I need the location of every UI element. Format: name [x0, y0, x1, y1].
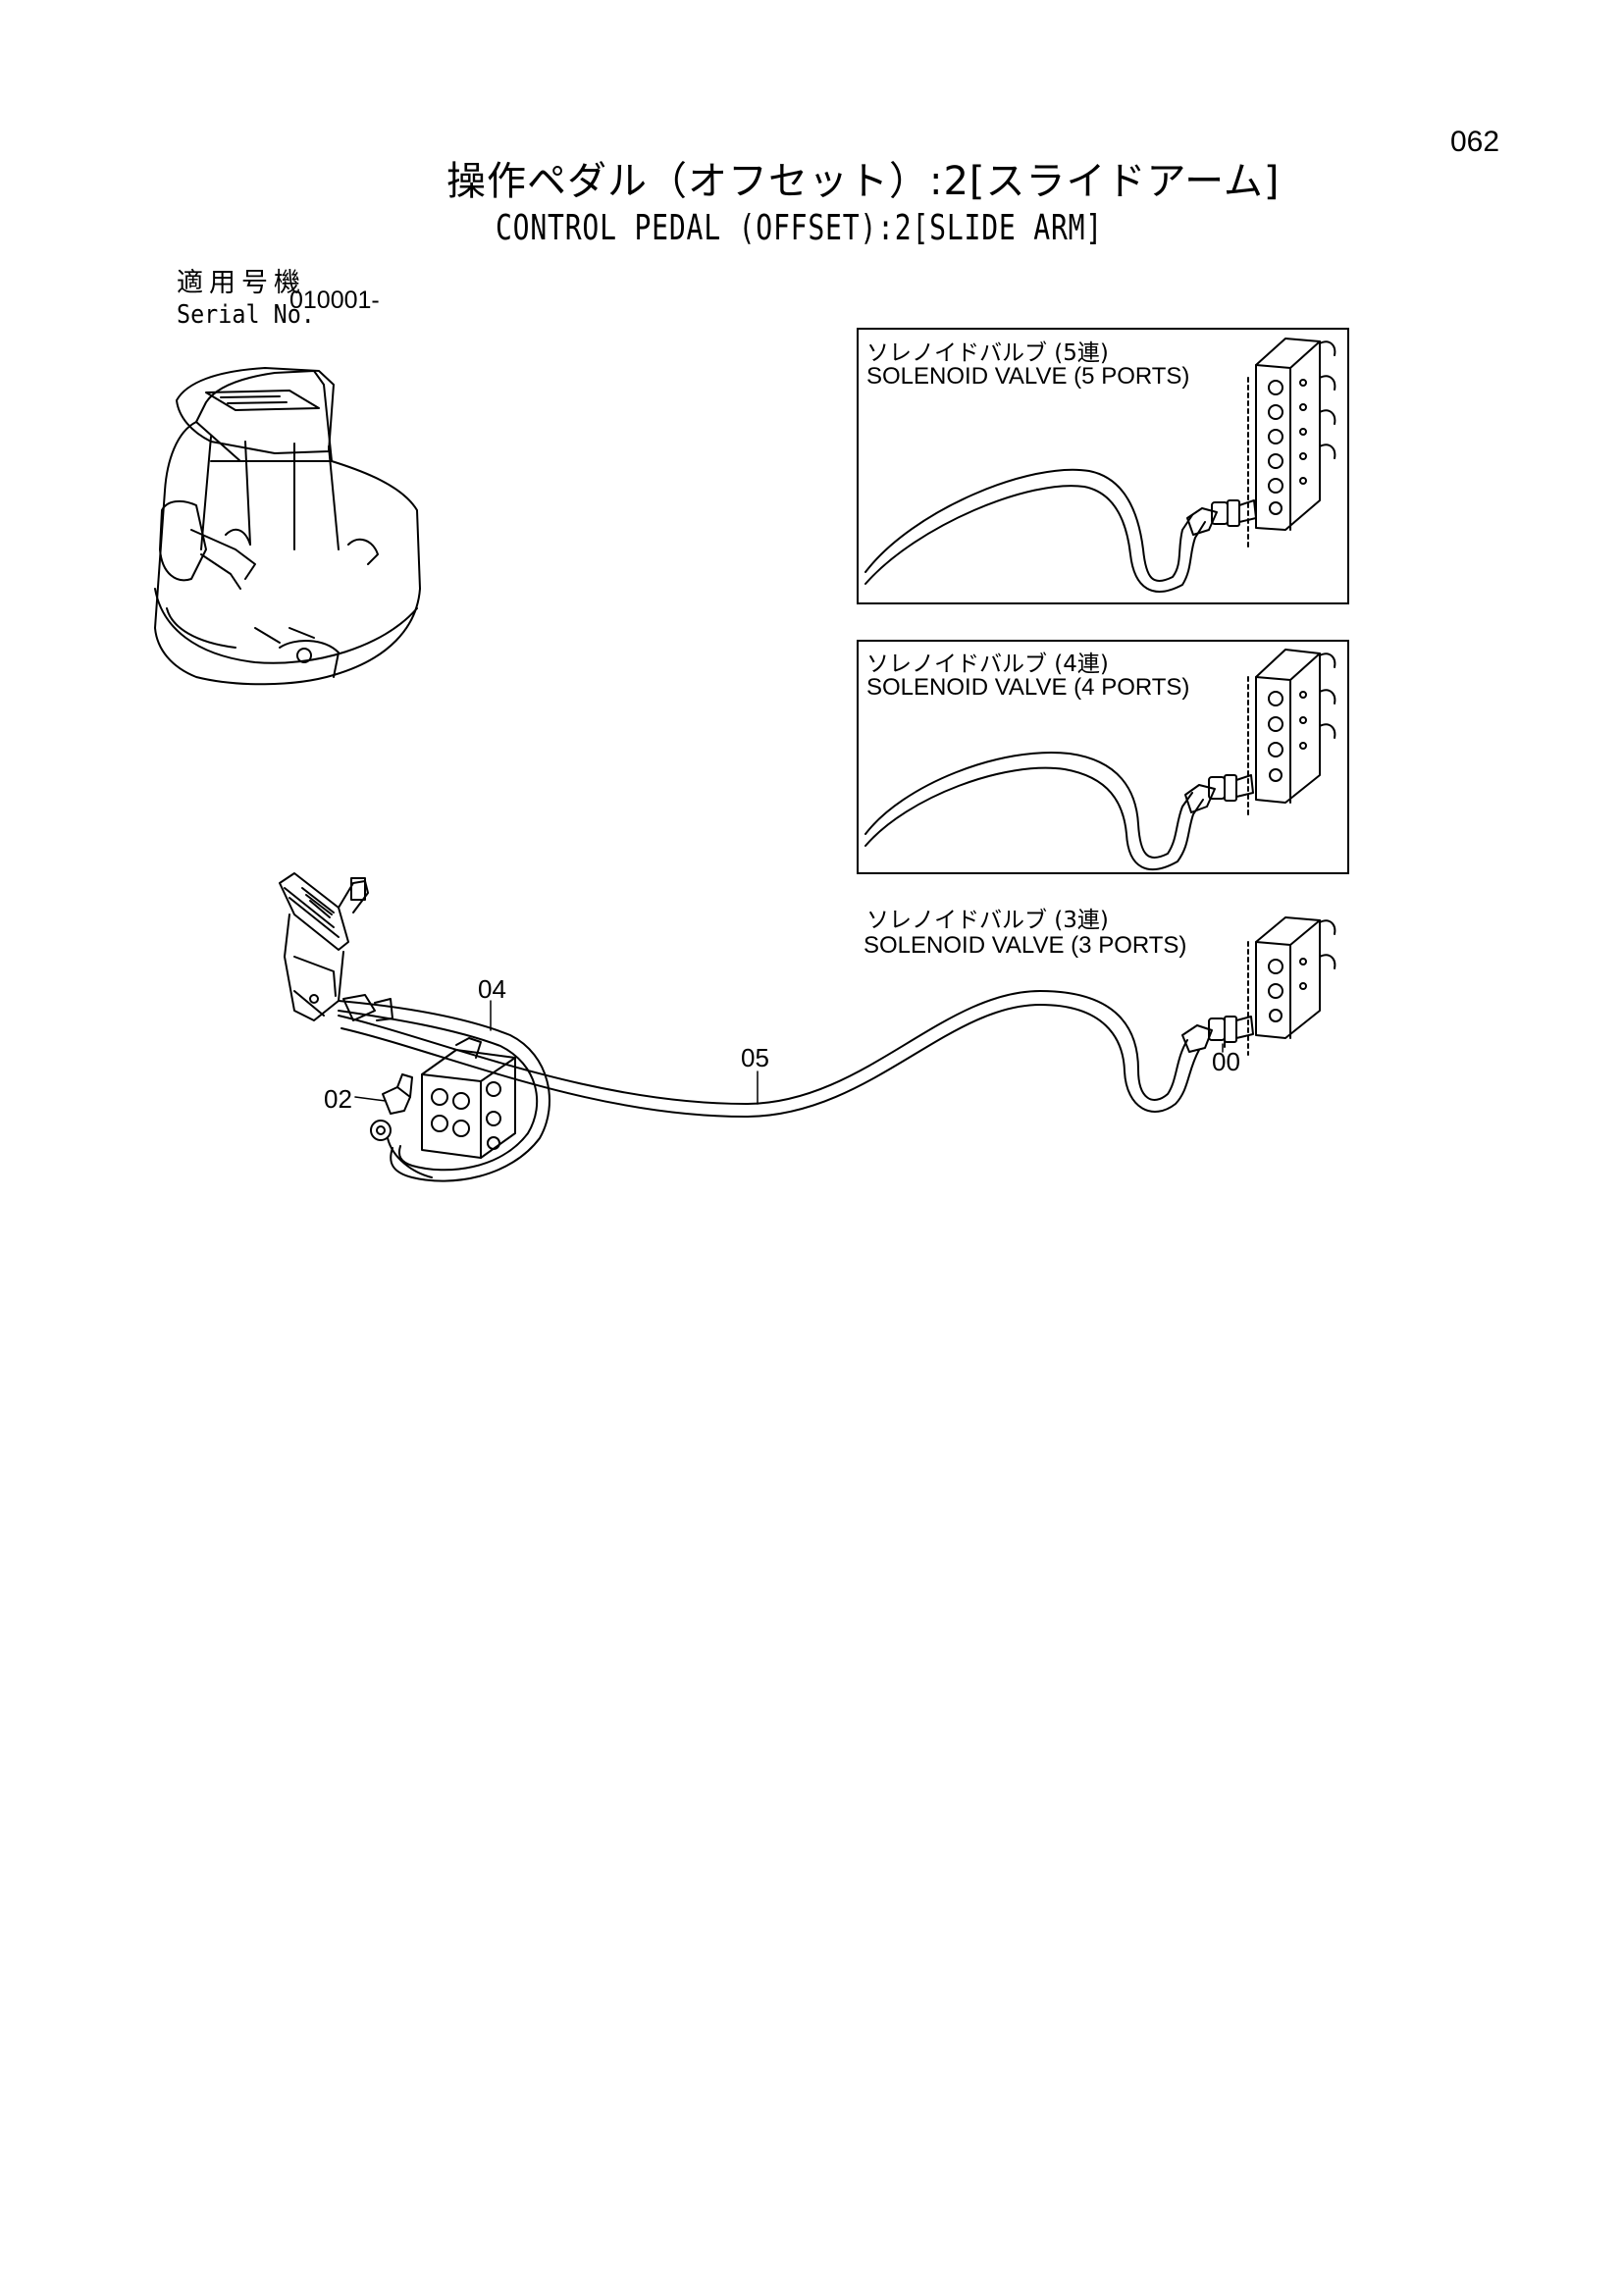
- shuttle-valve-block-illustration: [370, 1037, 516, 1178]
- valve-4-label-jp: ソレノイドバルブ (4連): [866, 652, 1109, 677]
- callout-04: 04: [478, 974, 506, 1004]
- valve-3-label-jp: ソレノイドバルブ (3連): [866, 908, 1109, 933]
- callout-05: 05: [741, 1043, 769, 1072]
- valve-5-label-en: SOLENOID VALVE (5 PORTS): [866, 363, 1190, 390]
- serial-label-japanese: 適用号機: [177, 268, 306, 298]
- callout-leader-lines: [354, 1000, 1224, 1105]
- page-title-japanese: 操作ペダル（オフセット）:2[スライドアーム]: [446, 159, 1281, 204]
- valve-3-label-en: SOLENOID VALVE (3 PORTS): [864, 932, 1187, 959]
- inset-4-ports: [857, 640, 1349, 874]
- valve-4-label-en: SOLENOID VALVE (4 PORTS): [866, 674, 1190, 701]
- hose-04: [338, 994, 550, 1182]
- page-number: 062: [1450, 126, 1500, 158]
- valve-5-label-jp: ソレノイドバルブ (5連): [866, 340, 1109, 366]
- page-title-english: CONTROL PEDAL (OFFSET):2[SLIDE ARM]: [496, 208, 1104, 248]
- inset-5-ports: [857, 328, 1349, 604]
- solenoid-valve-4-ports-illustration: [864, 649, 1336, 871]
- solenoid-valve-3-ports-illustration: [1181, 916, 1336, 1056]
- control-pedal-illustration: [279, 872, 369, 1021]
- machine-overview-illustration: [154, 367, 421, 686]
- serial-number-value: 010001-: [289, 287, 380, 314]
- callout-02: 02: [324, 1084, 352, 1114]
- serial-label-english: Serial No.: [177, 300, 315, 330]
- hose-05: [338, 990, 1200, 1118]
- callout-00: 00: [1212, 1047, 1240, 1076]
- solenoid-valve-5-ports-illustration: [864, 338, 1336, 593]
